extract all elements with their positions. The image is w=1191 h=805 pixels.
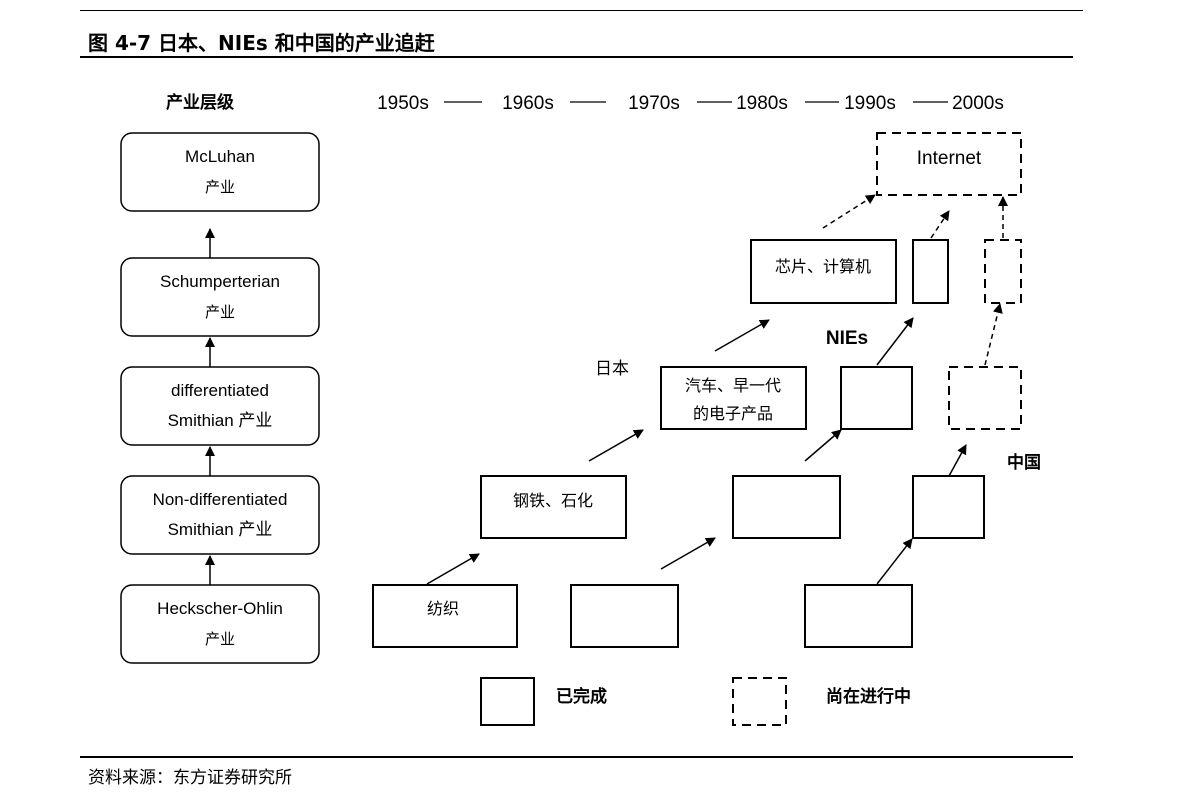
legend-completed-swatch: [480, 677, 535, 726]
internet-box: Internet: [876, 132, 1022, 196]
hierarchy-level-differentiated-smithian: differentiated Smithian 产业: [120, 366, 320, 446]
industry-label: 芯片、计算机: [775, 257, 871, 276]
hierarchy-heading: 产业层级: [166, 92, 234, 113]
level-suffix: 产业: [205, 178, 235, 196]
china-auto-box: [948, 366, 1022, 430]
industry-label: Internet: [917, 148, 982, 169]
legend: 已完成 尚在进行中: [480, 677, 911, 726]
nies-auto-box: [840, 366, 913, 430]
group-label-china: 中国: [1007, 452, 1041, 473]
china-chips-box: [984, 239, 1022, 304]
china-steel-box: [912, 475, 985, 539]
top-rule: [80, 10, 1083, 11]
nies-textile-box: [570, 584, 679, 648]
level-suffix: Smithian 产业: [168, 520, 273, 539]
legend-in-progress-label: 尚在进行中: [826, 686, 911, 707]
china-textile-box: [804, 584, 913, 648]
level-name: differentiated: [171, 381, 269, 400]
decade-label: 1960s: [502, 93, 554, 114]
industry-label: 的电子产品: [693, 404, 773, 423]
decade-label: 1950s: [377, 93, 429, 114]
hierarchy-level-heckscher-ohlin: Heckscher-Ohlin 产业: [120, 584, 320, 664]
source-note: 资料来源：东方证券研究所: [88, 768, 292, 788]
group-label-nies: NIEs: [826, 328, 868, 349]
hierarchy-level-non-differentiated-smithian: Non-differentiated Smithian 产业: [120, 475, 320, 555]
group-label-japan: 日本: [595, 359, 629, 379]
level-name: McLuhan: [185, 147, 255, 166]
in-progress-arrows: [822, 194, 1008, 366]
decade-label: 1980s: [736, 93, 788, 114]
japan-auto-box: 汽车、早一代 的电子产品: [660, 366, 807, 430]
decade-label: 1970s: [628, 93, 680, 114]
nies-steel-box: [732, 475, 841, 539]
level-suffix: Smithian 产业: [168, 411, 273, 430]
bottom-rule: [80, 756, 1073, 758]
level-suffix: 产业: [205, 303, 235, 321]
level-name: Schumperterian: [160, 272, 280, 291]
industry-label: 钢铁、石化: [513, 491, 593, 510]
japan-textile-box: 纺织: [372, 584, 518, 648]
industry-label: 纺织: [427, 599, 459, 618]
figure-title: 图 4-7 日本、NIEs 和中国的产业追赶: [88, 31, 435, 55]
hierarchy-level-schumperterian: Schumperterian 产业: [120, 257, 320, 337]
level-suffix: 产业: [205, 630, 235, 648]
timeline: 1950s 1960s 1970s 1980s 1990s 2000s: [377, 93, 1004, 114]
decade-label: 1990s: [844, 93, 896, 114]
level-name: Heckscher-Ohlin: [157, 599, 283, 618]
hierarchy-level-mcluhan: McLuhan 产业: [120, 132, 320, 212]
title-rule: [80, 56, 1073, 58]
japan-chips-box: 芯片、计算机: [750, 239, 897, 304]
level-name: Non-differentiated: [153, 490, 288, 509]
legend-completed-label: 已完成: [556, 686, 607, 707]
legend-in-progress-swatch: [732, 677, 787, 726]
japan-steel-box: 钢铁、石化: [480, 475, 627, 539]
nies-chips-box: [912, 239, 949, 304]
industry-label: 汽车、早一代: [685, 376, 781, 395]
upgrade-arrows: [426, 317, 967, 585]
decade-label: 2000s: [952, 93, 1004, 114]
